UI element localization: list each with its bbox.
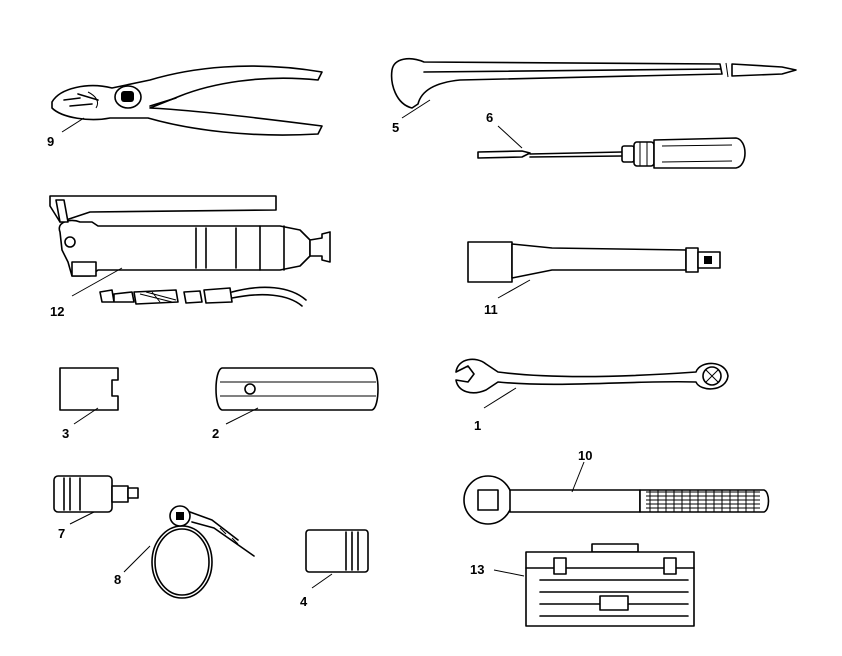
callout-1: 1	[474, 418, 481, 433]
leader-4	[311, 573, 333, 589]
grease-gun-tool	[49, 195, 331, 307]
callout-10: 10	[578, 448, 592, 463]
callout-13: 13	[470, 562, 484, 577]
callout-9: 9	[47, 134, 54, 149]
leader-3	[73, 407, 99, 425]
leader-7	[69, 511, 95, 525]
leader-12	[71, 267, 123, 297]
strap-wrench-tool	[151, 505, 255, 599]
toolbox-tool	[525, 543, 695, 627]
callout-8: 8	[114, 572, 121, 587]
pry-bar-tool	[390, 57, 797, 109]
leader-13	[493, 569, 525, 577]
plate-tool	[59, 367, 119, 411]
leader-9	[61, 117, 85, 133]
callout-5: 5	[392, 120, 399, 135]
leader-11	[497, 279, 531, 299]
callout-6: 6	[486, 110, 493, 125]
leader-2	[225, 407, 259, 425]
callout-12: 12	[50, 304, 64, 319]
callout-7: 7	[58, 526, 65, 541]
extension-tool	[467, 241, 721, 283]
leader-10	[571, 461, 585, 493]
leader-6	[497, 125, 523, 149]
callout-2: 2	[212, 426, 219, 441]
holder-tool	[215, 367, 379, 411]
callout-4: 4	[300, 594, 308, 609]
screwdriver-tool	[477, 137, 746, 169]
leader-1	[483, 387, 517, 409]
pliers-tool	[51, 65, 323, 136]
leader-8	[123, 545, 151, 573]
callout-3: 3	[62, 426, 69, 441]
leader-5	[401, 99, 431, 119]
callout-11: 11	[484, 302, 498, 317]
socket-tool	[305, 529, 369, 573]
socket-adapter-tool	[53, 475, 139, 513]
combination-wrench-tool	[455, 358, 729, 394]
spanner-wrench-tool	[463, 475, 770, 525]
